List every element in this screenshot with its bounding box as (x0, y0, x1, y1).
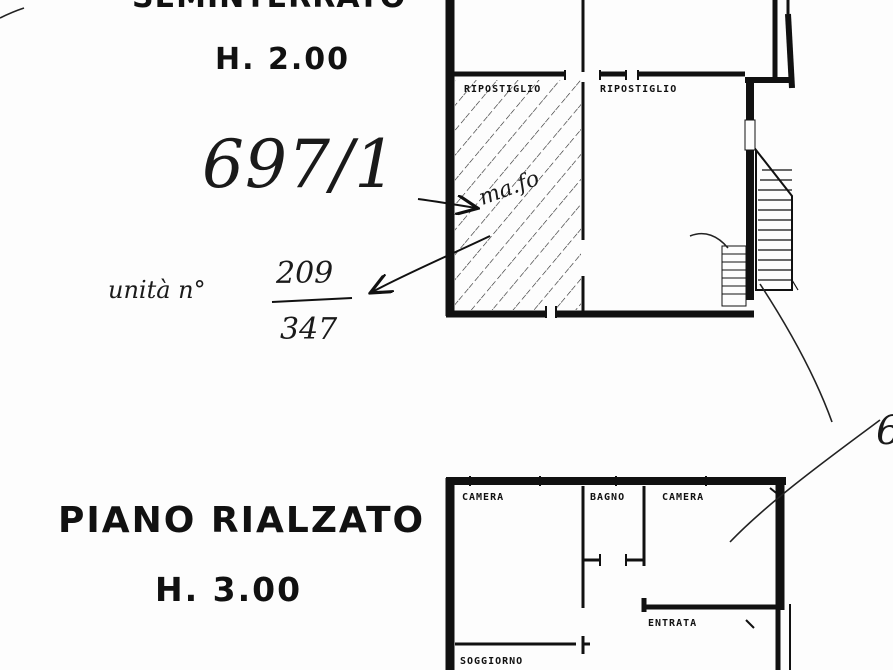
room-label-soggiorno: SOGGIORNO (460, 656, 524, 667)
unit-denominator: 347 (280, 312, 338, 347)
interior-stairs (721, 245, 747, 307)
room-label-ripostiglio-right: RIPOSTIGLIO (600, 84, 678, 95)
lower-floor-heading: PIANO RIALZATO (58, 500, 426, 541)
exterior-stairs (755, 147, 799, 291)
unit-label-annotation: unità n° (108, 276, 206, 304)
upper-floor-height: H. 2.00 (215, 42, 350, 77)
lower-floor-height: H. 3.00 (155, 570, 303, 609)
room-label-camera-right: CAMERA (662, 492, 705, 503)
room-label-camera-left: CAMERA (462, 492, 505, 503)
room-label-entrata: ENTRATA (648, 618, 698, 629)
unit-numerator: 209 (276, 256, 334, 291)
parcel-number-annotation: 697/1 (202, 126, 398, 203)
room-label-ripostiglio-left: RIPOSTIGLIO (464, 84, 542, 95)
annotation-arrows (0, 7, 881, 543)
lower-floor-plan (445, 476, 791, 670)
edge-mark-annotation: 6 (876, 408, 893, 454)
upper-floor-heading: SEMINTERRATO (132, 0, 406, 15)
room-label-bagno: BAGNO (590, 492, 626, 503)
upper-floor-plan (445, 0, 799, 318)
